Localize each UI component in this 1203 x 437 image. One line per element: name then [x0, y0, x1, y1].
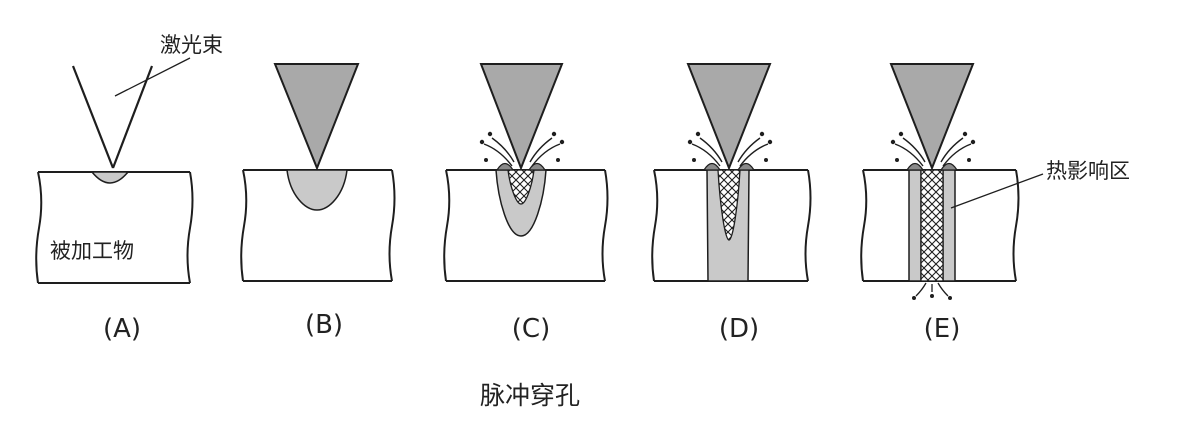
heat-affected-zone-right [942, 169, 956, 282]
laser-beam-label: 激光束 [160, 33, 223, 57]
keyhole-cavity [507, 169, 535, 205]
exit-particles [912, 294, 952, 300]
panel-c: (C) [443, 63, 609, 344]
ejected-particles [479, 131, 565, 162]
keyhole-cavity [717, 169, 741, 241]
laser-beam [889, 63, 975, 171]
workpiece-block [35, 171, 194, 284]
laser-beam [686, 63, 772, 171]
laser-beam [479, 63, 564, 171]
spatter-bump [905, 162, 925, 171]
ejected-particles [691, 137, 769, 167]
panel-a: 激光束 被加工物 (A) [35, 33, 223, 344]
heat-affected-zone-leader-line [950, 173, 1044, 209]
panel-e: 热影响区 (E) [860, 63, 1130, 344]
heat-affected-zone-left [908, 169, 922, 282]
spatter-bump [527, 162, 547, 171]
spatter-bump [736, 162, 756, 171]
panel-label-b: (B) [305, 310, 343, 340]
panel-label-a: (A) [103, 314, 141, 344]
laser-beam-leader-line [114, 57, 191, 97]
spatter-bump [702, 162, 722, 171]
laser-beam-outline [71, 65, 154, 169]
melt-pool [286, 169, 348, 211]
workpiece-label: 被加工物 [50, 239, 134, 263]
ejected-particles [890, 131, 976, 162]
ejected-particles [483, 137, 561, 167]
panel-label-d: (D) [719, 314, 759, 344]
laser-beam [273, 63, 360, 171]
ejected-particles [687, 131, 773, 162]
panel-label-e: (E) [924, 314, 961, 344]
through-hole [920, 169, 944, 282]
figure-caption: 脉冲穿孔 [480, 381, 580, 410]
panel-d: (D) [651, 63, 812, 344]
exit-particles [915, 282, 949, 297]
heat-affected-zone-label: 热影响区 [1046, 159, 1130, 183]
melt-pool [90, 171, 130, 184]
spatter-bump [495, 162, 515, 171]
ejected-particles [894, 137, 972, 167]
panel-label-c: (C) [512, 314, 550, 344]
spatter-bump [939, 162, 959, 171]
panel-b: (B) [240, 63, 396, 340]
